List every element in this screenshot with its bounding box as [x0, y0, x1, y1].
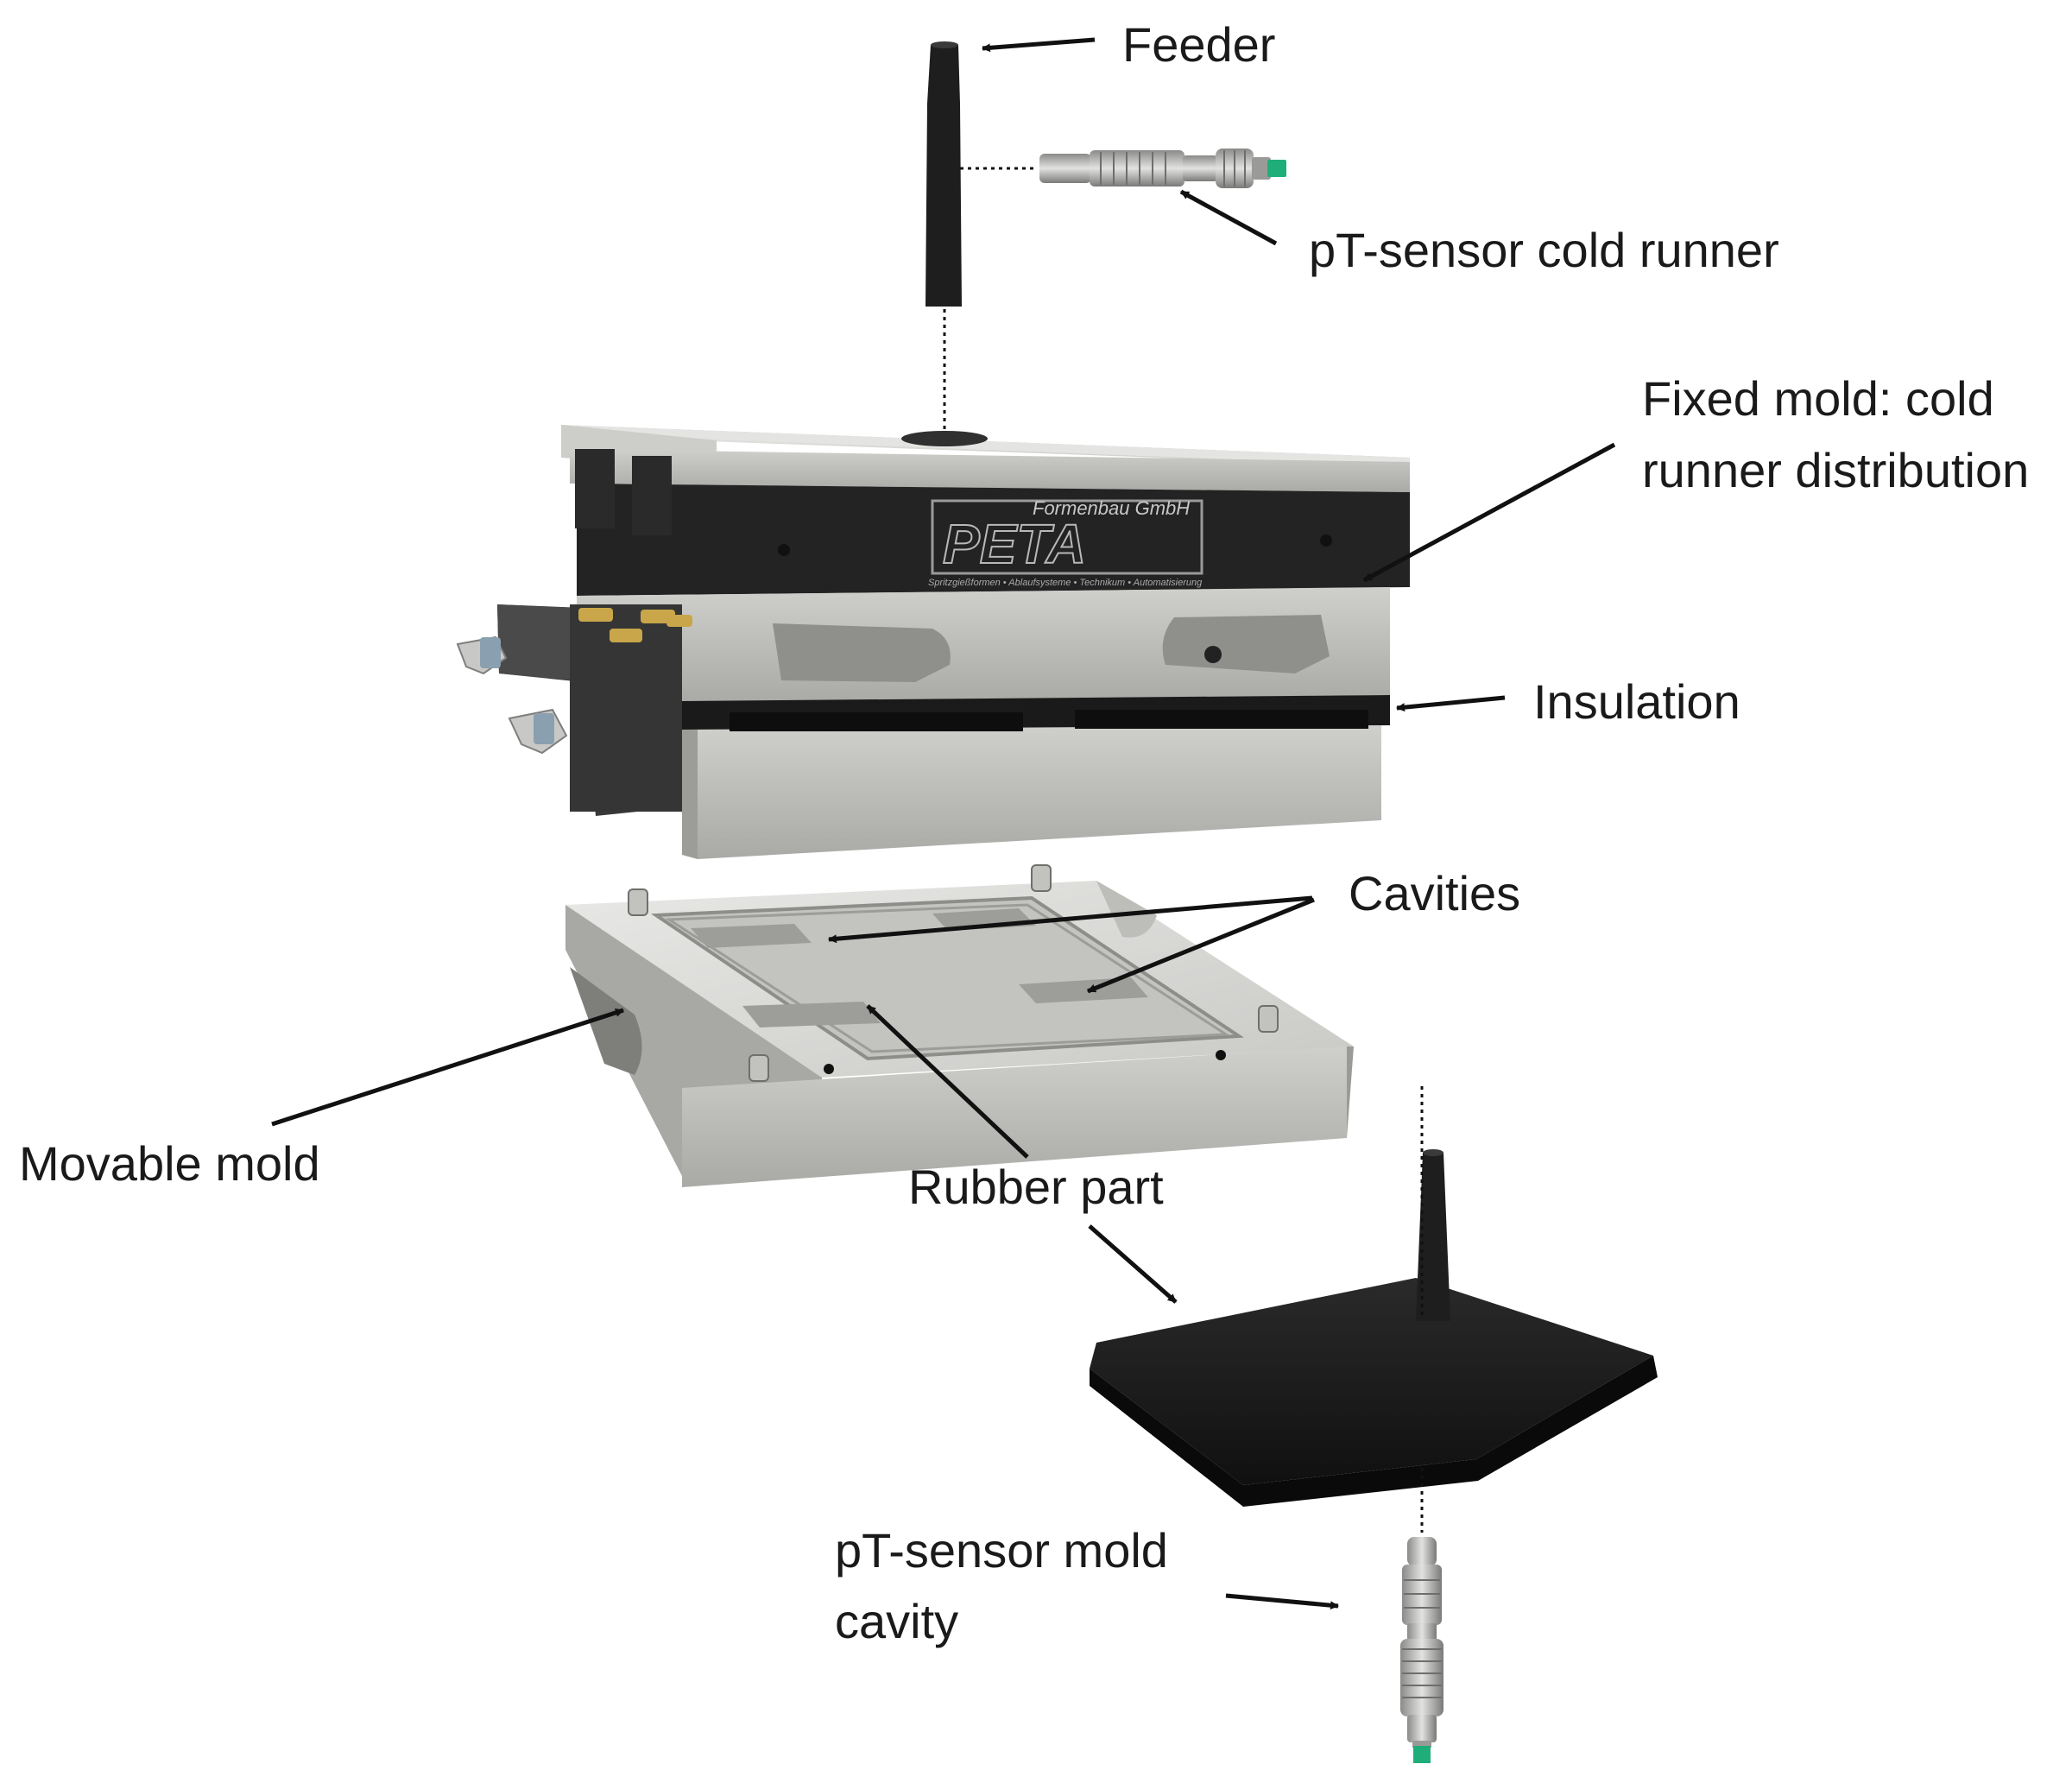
label-pt-sensor-mold-line1: pT-sensor mold — [835, 1523, 1168, 1578]
arrow-pt-sensor-mold — [1225, 1593, 1339, 1610]
label-insulation: Insulation — [1533, 674, 1740, 729]
label-cavities: Cavities — [1349, 866, 1521, 920]
rubber-part — [1090, 1149, 1658, 1507]
logo-tagline-text: Spritzgießformen • Ablaufsysteme • Techn… — [928, 578, 1203, 588]
movable-mold-block — [565, 864, 1354, 1187]
logo-company-text: Formenbau GmbH — [1033, 497, 1190, 519]
arrow-feeder — [982, 37, 1096, 53]
label-arrows — [271, 37, 1616, 1610]
arrow-cavities-2 — [1087, 897, 1315, 994]
label-fixed-mold-line2: runner distribution — [1642, 443, 2030, 497]
label-rubber-part: Rubber part — [908, 1160, 1164, 1214]
arrow-pt-sensor-cold-runner — [1179, 189, 1278, 246]
arrow-rubber-part-cavity — [866, 1004, 1029, 1159]
label-pt-sensor-mold-line2: cavity — [835, 1594, 959, 1648]
arrow-movable-mold — [271, 1008, 624, 1127]
fixed-mold-block — [456, 425, 1410, 859]
feeder-part — [925, 41, 962, 307]
peta-logo: PETA Formenbau GmbH Spritzgießformen • A… — [928, 497, 1203, 588]
arrow-insulation — [1396, 695, 1506, 712]
pt-sensor-cold-runner-part — [1039, 149, 1286, 188]
arrow-cavities-1 — [828, 895, 1313, 944]
pt-sensor-mold-cavity-part — [1400, 1537, 1443, 1763]
arrow-rubber-part — [1088, 1224, 1178, 1304]
arrow-fixed-mold — [1362, 442, 1616, 583]
logo-brand-text: PETA — [943, 513, 1086, 575]
label-fixed-mold-line1: Fixed mold: cold — [1642, 371, 1994, 426]
label-pt-sensor-cold-runner: pT-sensor cold runner — [1309, 223, 1779, 277]
label-movable-mold: Movable mold — [19, 1136, 320, 1191]
label-feeder: Feeder — [1122, 17, 1276, 72]
